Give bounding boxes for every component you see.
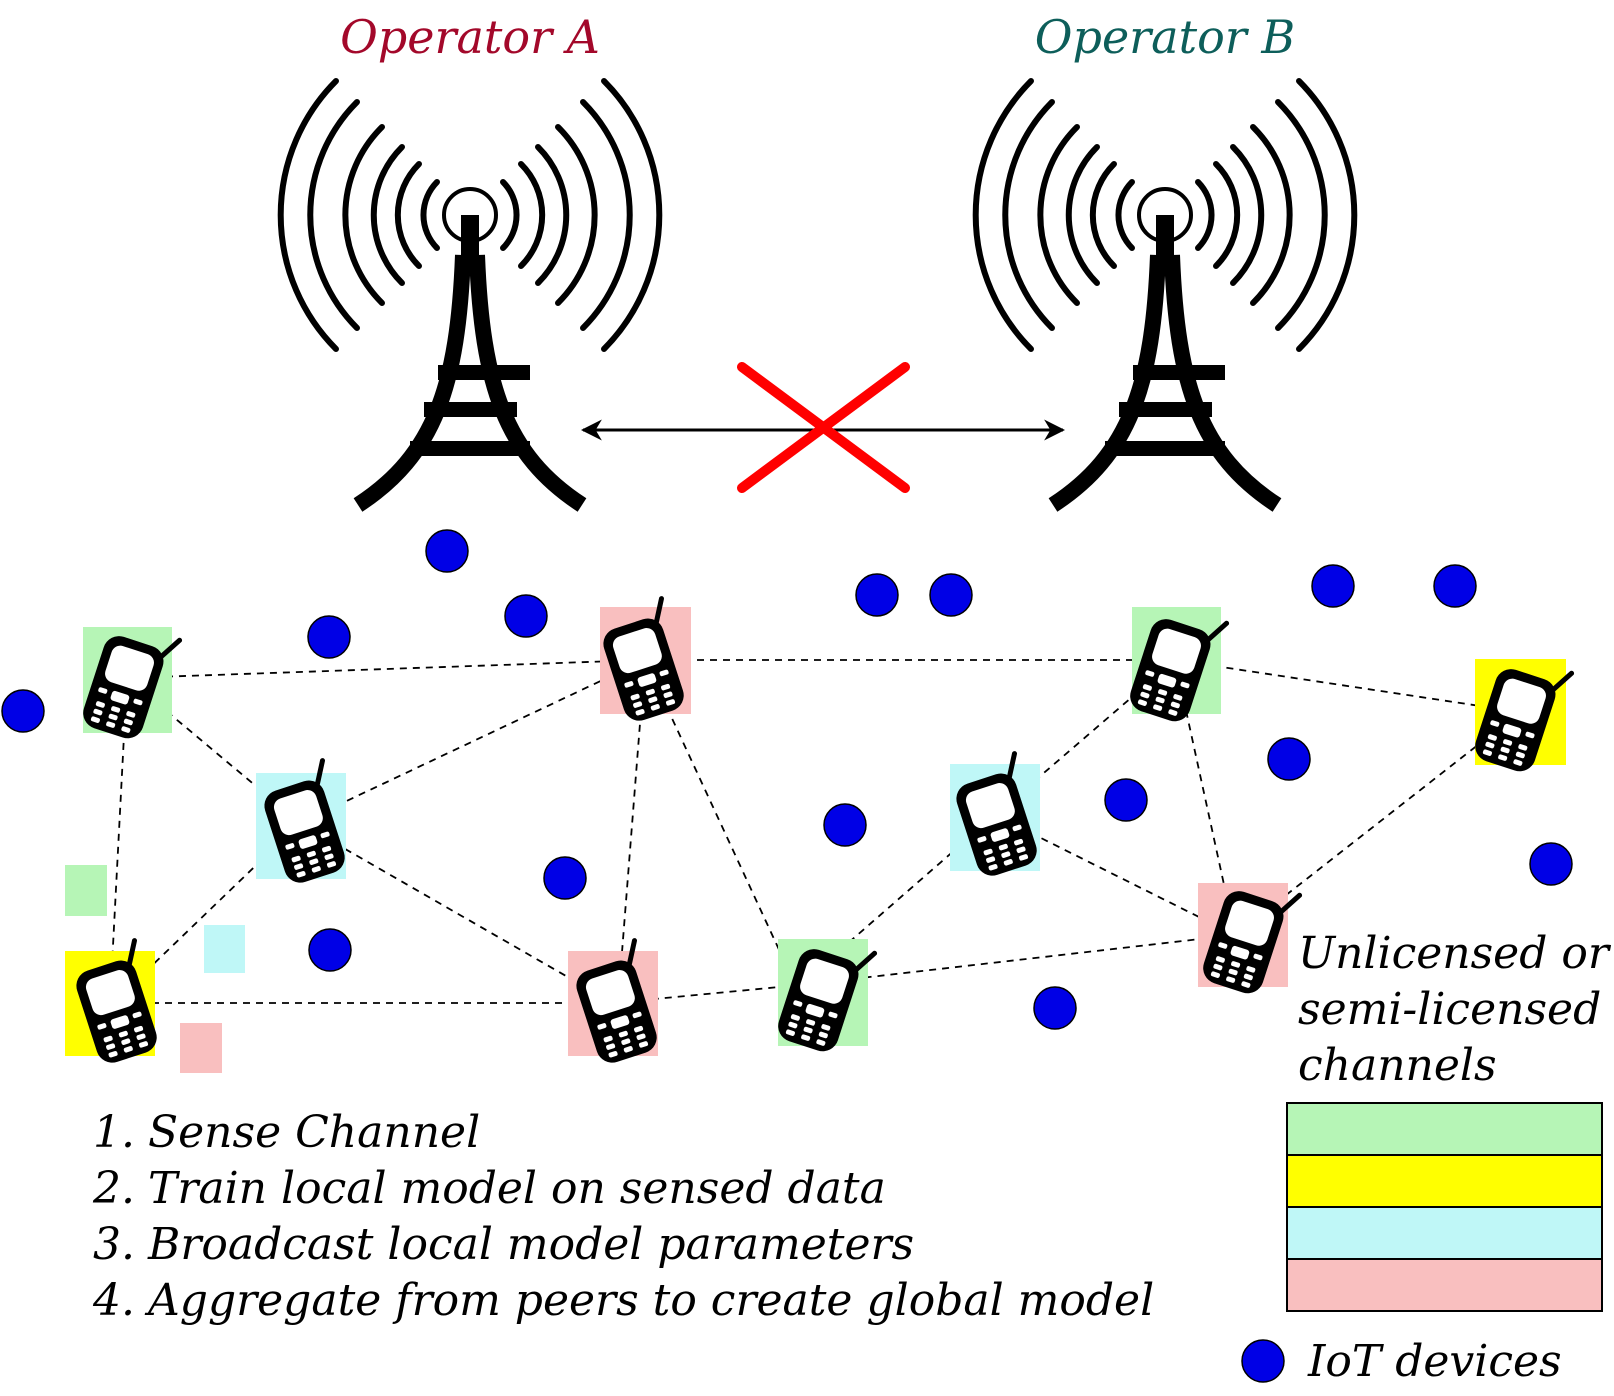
iot-legend-dot (1241, 1339, 1285, 1383)
iot-device (929, 573, 973, 617)
channel-swatch (1286, 1154, 1603, 1208)
iot-device (504, 594, 548, 638)
channel-square-small (204, 925, 245, 973)
iot-device (1, 689, 45, 733)
iot-device (1033, 986, 1077, 1030)
step-text: Sense Channel (148, 1107, 480, 1158)
channels-legend-title: Unlicensed or (1298, 928, 1612, 979)
iot-device (1104, 778, 1148, 822)
iot-device (425, 529, 469, 573)
iot-device (1433, 564, 1477, 608)
operator-a-label: Operator A (340, 10, 600, 64)
blocked-cross-icon (737, 362, 910, 493)
step-number: 4. (92, 1275, 135, 1326)
channel-square-small (65, 865, 107, 916)
iot-legend-label: IoT devices (1307, 1336, 1562, 1387)
iot-legend: IoT devices (1241, 1336, 1562, 1387)
step-text: Aggregate from peers to create global mo… (144, 1275, 1154, 1326)
step-text: Broadcast local model parameters (147, 1219, 914, 1270)
loose-channel-squares (65, 865, 245, 1073)
iot-device (1311, 564, 1355, 608)
iot-device (823, 803, 867, 847)
channels-legend: Unlicensed or semi-licensed channels (1286, 928, 1612, 1312)
operator-b-label: Operator B (1035, 10, 1295, 64)
channels-legend-title: channels (1298, 1040, 1497, 1091)
iot-device (543, 856, 587, 900)
iot-device (1267, 737, 1311, 781)
channel-swatch (1286, 1258, 1603, 1312)
step-number: 3. (93, 1219, 135, 1270)
steps-list: 1. Sense Channel 2. Train local model on… (92, 1107, 1154, 1326)
channel-swatch (1286, 1206, 1603, 1260)
channel-square-small (180, 1023, 222, 1073)
tower-a-icon (281, 81, 660, 505)
channels-legend-title: semi-licensed (1298, 984, 1601, 1035)
step-text: Train local model on sensed data (148, 1163, 886, 1214)
iot-devices (1, 529, 1573, 1030)
channel-swatch (1286, 1102, 1603, 1156)
iot-device (855, 573, 899, 617)
step-number: 2. (92, 1163, 135, 1214)
iot-device (1529, 842, 1573, 886)
iot-device (308, 928, 352, 972)
step-number: 1. (93, 1107, 135, 1158)
tower-b-icon (976, 81, 1355, 505)
iot-device (307, 615, 351, 659)
